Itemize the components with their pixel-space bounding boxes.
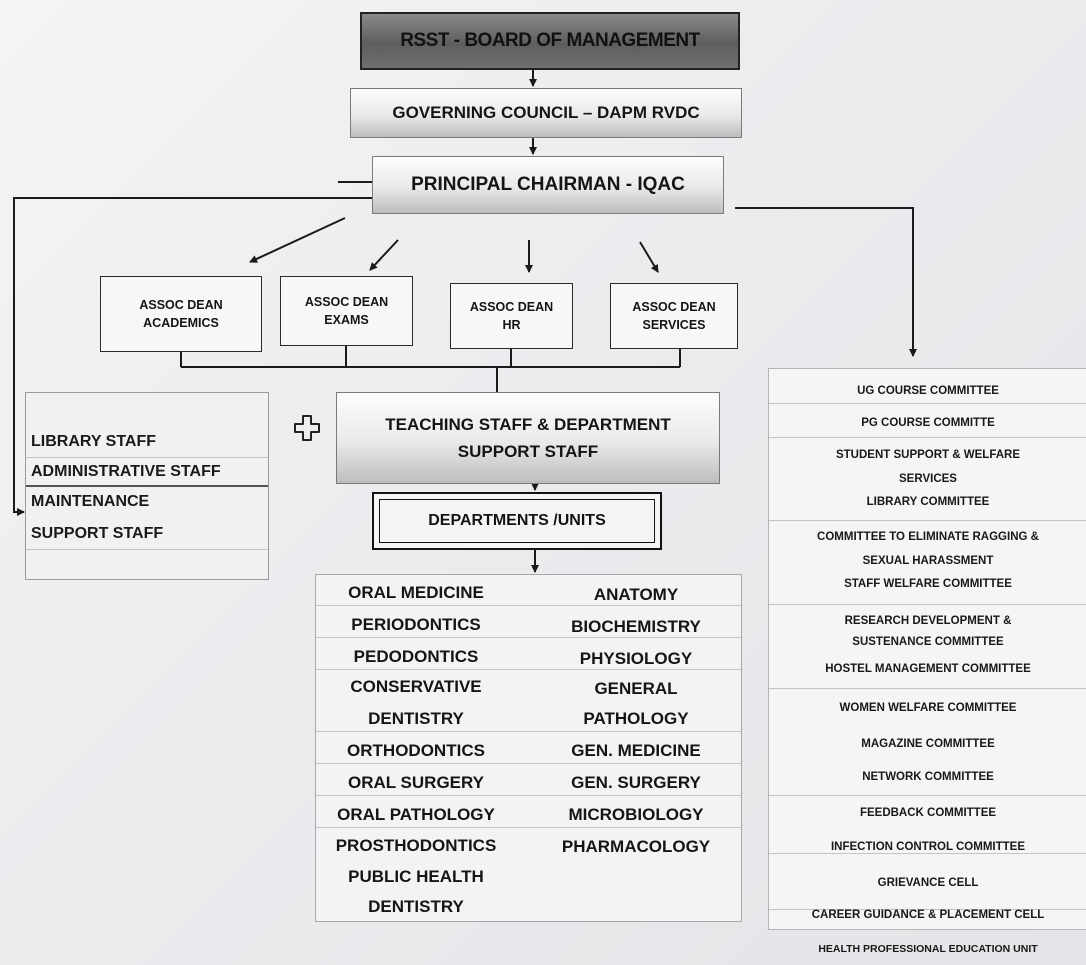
divider: [316, 637, 741, 638]
committee-item: NETWORK COMMITTEE: [862, 771, 994, 783]
arrow-principal-committees: [735, 207, 917, 357]
divider: [316, 763, 741, 764]
arrow-dean-academics: [249, 217, 346, 263]
committee-item: SERVICES: [899, 473, 957, 485]
governing-council: GOVERNING COUNCIL – DAPM RVDC: [350, 88, 742, 138]
dept-right: PHYSIOLOGY: [579, 649, 693, 668]
dept-right: GEN. SURGERY: [571, 773, 701, 792]
divider: [26, 457, 268, 458]
arrow-dean-services: [639, 241, 659, 273]
divider: [769, 520, 1086, 521]
dept-left: ORAL SURGERY: [347, 773, 485, 792]
divider: [316, 827, 741, 828]
committees-panel: UG COURSE COMMITTEE PG COURSE COMMITTE S…: [768, 368, 1086, 930]
staff-item-maintenance: MAINTENANCE: [31, 493, 150, 510]
dept-right: PHARMACOLOGY: [561, 837, 711, 856]
committee-item: GRIEVANCE CELL: [877, 877, 979, 889]
dept-right: ANATOMY: [593, 585, 679, 604]
committee-item: RESEARCH DEVELOPMENT &: [844, 615, 1012, 627]
committee-item: WOMEN WELFARE COMMITTEE: [839, 702, 1017, 714]
divider: [769, 403, 1086, 404]
assoc-dean-services: ASSOC DEAN SERVICES: [610, 283, 738, 349]
dean-line1: ASSOC DEAN: [469, 300, 554, 314]
dept-left: PUBLIC HEALTH: [348, 867, 484, 886]
divider: [769, 688, 1086, 689]
dean-line2: SERVICES: [642, 318, 706, 332]
dean-line1: ASSOC DEAN: [632, 300, 716, 314]
dept-right: GENERAL: [594, 679, 678, 698]
divider: [769, 604, 1086, 605]
committee-item: UG COURSE COMMITTEE: [857, 385, 999, 397]
committee-item: LIBRARY COMMITTEE: [866, 496, 990, 508]
health-professional-education-unit: HEALTH PROFESSIONAL EDUCATION UNIT: [818, 943, 1038, 955]
non-teaching-staff-panel: LIBRARY STAFF ADMINISTRATIVE STAFF MAINT…: [25, 392, 269, 580]
departments-title: DEPARTMENTS /UNITS: [428, 512, 606, 529]
departments-list: ORAL MEDICINE PERIODONTICS PEDODONTICS C…: [315, 574, 742, 922]
committee-item: SEXUAL HARASSMENT: [862, 555, 994, 567]
divider: [769, 853, 1086, 854]
dept-right: BIOCHEMISTRY: [571, 617, 701, 636]
dept-left: PROSTHODONTICS: [335, 836, 497, 855]
divider: [769, 795, 1086, 796]
board-of-management: RSST - BOARD OF MANAGEMENT: [360, 12, 740, 70]
arrow-dean-exams: [369, 239, 399, 271]
teaching-line1: TEACHING STAFF & DEPARTMENT: [385, 415, 671, 434]
committee-item: INFECTION CONTROL COMMITTEE: [830, 841, 1025, 853]
dean-line2: HR: [502, 318, 521, 332]
council-label: GOVERNING COUNCIL – DAPM RVDC: [392, 103, 700, 122]
dept-left: PERIODONTICS: [351, 615, 481, 634]
divider: [316, 731, 741, 732]
committee-item: FEEDBACK COMMITTEE: [859, 807, 997, 819]
committee-item: SUSTENANCE COMMITTEE: [852, 636, 1004, 648]
departments-units: DEPARTMENTS /UNITS: [372, 492, 662, 550]
dept-right: PATHOLOGY: [583, 709, 689, 728]
board-label: RSST - BOARD OF MANAGEMENT: [400, 30, 700, 51]
dept-left: CONSERVATIVE: [350, 677, 482, 696]
plus-outline-icon: [294, 415, 320, 441]
committee-item: MAGAZINE COMMITTEE: [861, 738, 995, 750]
staff-item-support: SUPPORT STAFF: [31, 525, 164, 542]
assoc-dean-hr: ASSOC DEAN HR: [450, 283, 573, 349]
dept-right: MICROBIOLOGY: [568, 805, 704, 824]
dean-line2: EXAMS: [324, 313, 369, 327]
committee-item: COMMITTEE TO ELIMINATE RAGGING &: [817, 531, 1039, 543]
teaching-line2: SUPPORT STAFF: [457, 442, 599, 461]
dean-line1: ASSOC DEAN: [139, 298, 223, 312]
arrow-principal-staff: [13, 197, 372, 516]
teaching-staff: TEACHING STAFF & DEPARTMENT SUPPORT STAFF: [336, 392, 720, 484]
dept-left: ORTHODONTICS: [347, 741, 485, 760]
assoc-dean-exams: ASSOC DEAN EXAMS: [280, 276, 413, 346]
dept-left: DENTISTRY: [368, 897, 464, 916]
committee-item: STUDENT SUPPORT & WELFARE: [835, 449, 1020, 461]
principal-chairman: PRINCIPAL CHAIRMAN - IQAC: [372, 156, 724, 214]
staff-item-administrative: ADMINISTRATIVE STAFF: [31, 463, 221, 480]
committee-item: PG COURSE COMMITTE: [861, 417, 995, 429]
dean-line2: ACADEMICS: [143, 316, 219, 330]
divider: [769, 909, 1086, 910]
divider: [26, 485, 268, 487]
committee-item: HOSTEL MANAGEMENT COMMITTEE: [825, 663, 1031, 675]
staff-item-library: LIBRARY STAFF: [31, 433, 157, 450]
divider: [316, 795, 741, 796]
dept-left: PEDODONTICS: [353, 647, 479, 666]
committee-item: CAREER GUIDANCE & PLACEMENT CELL: [811, 909, 1045, 921]
dean-line1: ASSOC DEAN: [304, 295, 389, 309]
committee-item: STAFF WELFARE COMMITTEE: [844, 578, 1012, 590]
divider: [316, 605, 741, 606]
dept-left: ORAL MEDICINE: [348, 583, 484, 602]
divider: [769, 437, 1086, 438]
dept-left: ORAL PATHOLOGY: [337, 805, 495, 824]
dept-left: DENTISTRY: [368, 709, 464, 728]
dept-right: GEN. MEDICINE: [571, 741, 701, 760]
assoc-dean-academics: ASSOC DEAN ACADEMICS: [100, 276, 262, 352]
divider: [26, 549, 268, 550]
divider: [316, 669, 741, 670]
principal-label: PRINCIPAL CHAIRMAN - IQAC: [411, 174, 685, 195]
